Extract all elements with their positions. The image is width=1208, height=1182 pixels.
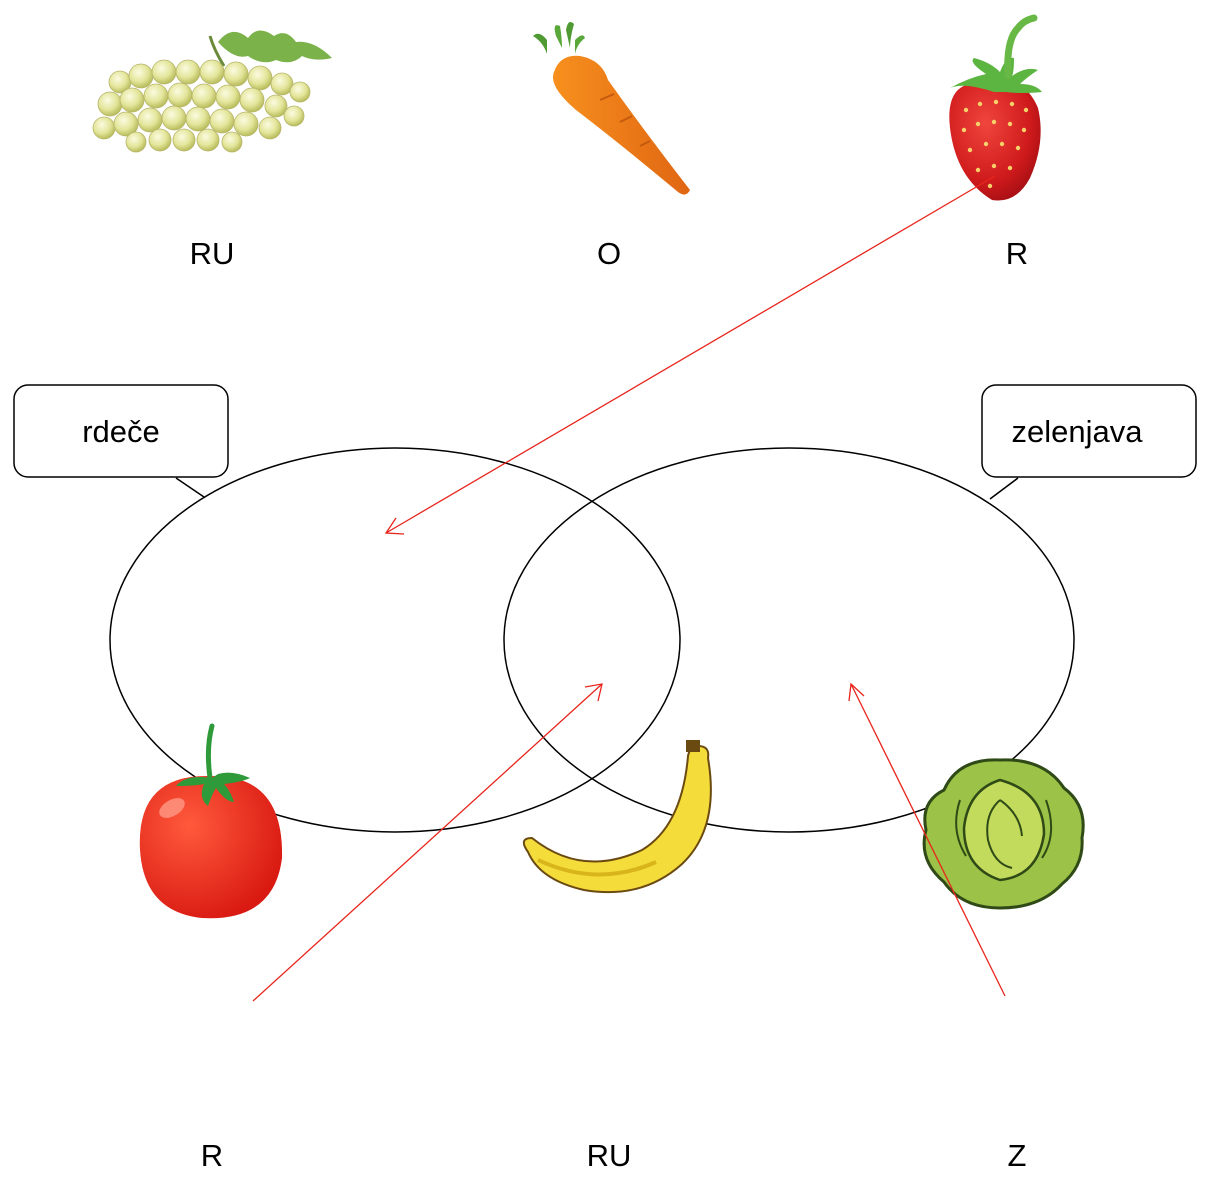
left-set-callout: rdeče [13, 384, 229, 498]
left-set-label: rdeče [82, 414, 160, 449]
right-set-label: zelenjava [1012, 414, 1144, 449]
strawberry-to-left-arrow [384, 175, 996, 535]
carrot-code: O [597, 236, 621, 271]
tomato-to-intersection-arrow [252, 683, 603, 1002]
banana-image [522, 740, 712, 894]
carrot-image [533, 22, 690, 195]
grapes-code: RU [190, 236, 235, 271]
tomato-code: R [201, 1138, 223, 1173]
lettuce-image [922, 758, 1085, 910]
grapes-image [92, 30, 332, 153]
tomato-image [139, 723, 283, 919]
lettuce-code: Z [1008, 1138, 1027, 1173]
strawberry-code: R [1006, 236, 1028, 271]
lettuce-to-right-arrow [848, 682, 1006, 997]
banana-code: RU [587, 1138, 632, 1173]
left-set-ellipse [109, 447, 681, 833]
right-set-ellipse [503, 447, 1075, 833]
strawberry-image [949, 14, 1042, 201]
right-set-callout: zelenjava [981, 384, 1197, 500]
